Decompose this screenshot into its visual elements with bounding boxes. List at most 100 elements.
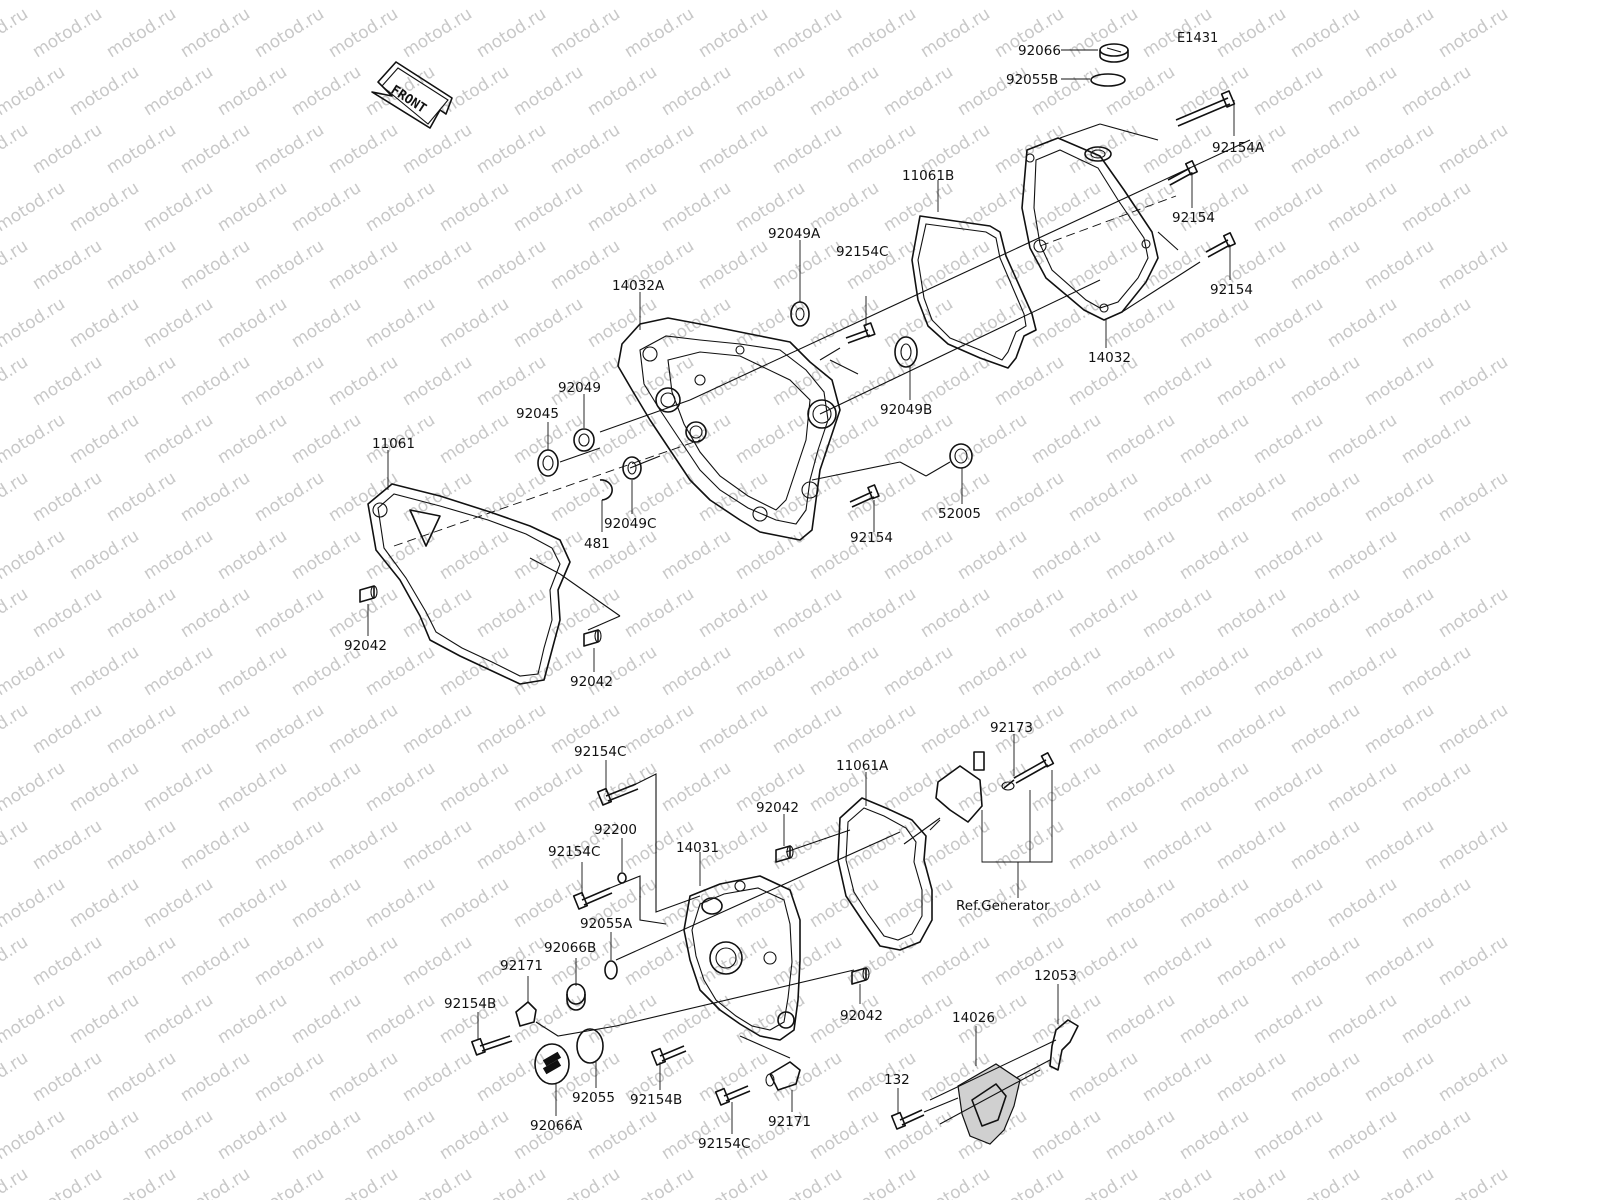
watermark-text: motod.ru (658, 410, 735, 468)
watermark-text: motod.ru (214, 0, 291, 4)
watermark-text: motod.ru (1176, 410, 1253, 468)
watermark-text: motod.ru (806, 642, 883, 700)
watermark-text: motod.ru (584, 178, 661, 236)
watermark-text: motod.ru (1287, 1164, 1364, 1200)
watermark-text: motod.ru (288, 0, 365, 4)
watermark-text: motod.ru (103, 932, 180, 990)
watermark-text: motod.ru (510, 294, 587, 352)
label-92066b: 92066B (544, 940, 596, 956)
watermark-text: motod.ru (436, 758, 513, 816)
watermark-text: motod.ru (1398, 990, 1475, 1048)
watermark-text: motod.ru (1324, 990, 1401, 1048)
label-12053: 12053 (1034, 968, 1077, 984)
watermark-text: motod.ru (843, 468, 920, 526)
watermark-text: motod.ru (1028, 410, 1105, 468)
watermark-text: motod.ru (695, 932, 772, 990)
watermark-text: motod.ru (1102, 526, 1179, 584)
bolt-132 (890, 1109, 925, 1130)
label-92055: 92055 (572, 1090, 615, 1106)
watermark-text: motod.ru (1287, 700, 1364, 758)
watermark-text: motod.ru (1176, 990, 1253, 1048)
watermark-text: motod.ru (1065, 120, 1142, 178)
label-92154-r1: 92154 (1172, 210, 1215, 226)
oil-seal-92049 (573, 428, 595, 452)
watermark-text: motod.ru (1028, 62, 1105, 120)
watermark-text: motod.ru (1176, 1106, 1253, 1164)
label-92066-top: 92066 (1018, 43, 1061, 59)
label-11061b: 11061B (902, 168, 954, 184)
watermark-text: motod.ru (880, 758, 957, 816)
watermark-text: motod.ru (0, 1164, 32, 1200)
label-92045: 92045 (516, 406, 559, 422)
oil-filler-cap (1099, 43, 1129, 63)
watermark-text: motod.ru (436, 178, 513, 236)
watermark-text: motod.ru (843, 1164, 920, 1200)
watermark-text: motod.ru (769, 236, 846, 294)
watermark-text: motod.ru (436, 1106, 513, 1164)
watermark-text: motod.ru (1176, 294, 1253, 352)
label-92154c-a: 92154C (574, 744, 626, 760)
watermark-text: motod.ru (214, 1106, 291, 1164)
watermark-text: motod.ru (399, 816, 476, 874)
label-92154a: 92154A (1212, 140, 1265, 156)
watermark-text: motod.ru (658, 758, 735, 816)
gasket-11061 (367, 483, 571, 685)
watermark-text: motod.ru (1065, 1048, 1142, 1106)
watermark-text: motod.ru (1028, 0, 1105, 4)
watermark-text: motod.ru (1361, 352, 1438, 410)
bolt-92154b-l (471, 1035, 513, 1056)
label-92154c-b: 92154C (548, 844, 600, 860)
watermark-text: motod.ru (177, 120, 254, 178)
watermark-text: motod.ru (510, 62, 587, 120)
label-92200: 92200 (594, 822, 637, 838)
label-92066a: 92066A (530, 1118, 583, 1134)
watermark-text: motod.ru (29, 932, 106, 990)
watermark-text: motod.ru (473, 4, 550, 62)
watermark-text: motod.ru (1435, 468, 1512, 526)
watermark-text: motod.ru (362, 758, 439, 816)
watermark-text: motod.ru (1287, 932, 1364, 990)
watermark-text: motod.ru (103, 816, 180, 874)
watermark-text: motod.ru (66, 526, 143, 584)
bolt-92154-mid (849, 484, 880, 508)
watermark-text: motod.ru (917, 700, 994, 758)
watermark-text: motod.ru (1250, 410, 1327, 468)
watermark-text: motod.ru (732, 62, 809, 120)
watermark-text: motod.ru (1361, 468, 1438, 526)
watermark-text: motod.ru (621, 700, 698, 758)
watermark-text: motod.ru (806, 1106, 883, 1164)
watermark-text: motod.ru (103, 1164, 180, 1200)
watermark-text: motod.ru (1250, 526, 1327, 584)
watermark-text: motod.ru (0, 1106, 69, 1164)
watermark-text: motod.ru (103, 4, 180, 62)
watermark-text: motod.ru (325, 1048, 402, 1106)
watermark-text: motod.ru (917, 584, 994, 642)
clamp-92171-l (515, 1001, 537, 1027)
watermark-text: motod.ru (251, 1164, 328, 1200)
bolt-92154b-m (650, 1045, 687, 1066)
watermark-text: motod.ru (288, 758, 365, 816)
part-number-labels: 92066 92055B 92154A 92154 92154 14032 11… (344, 43, 1265, 1152)
label-92042-c1: 92042 (756, 800, 799, 816)
watermark-text: motod.ru (1435, 236, 1512, 294)
watermark-text: motod.ru (658, 62, 735, 120)
oil-seal-92049b (894, 336, 918, 368)
watermark-text: motod.ru (1176, 758, 1253, 816)
watermark-text: motod.ru (214, 526, 291, 584)
watermark-text: motod.ru (0, 4, 32, 62)
label-92049c: 92049C (604, 516, 656, 532)
watermark-text: motod.ru (1324, 0, 1401, 4)
watermark-text: motod.ru (140, 758, 217, 816)
watermark-text: motod.ru (473, 1164, 550, 1200)
watermark-text: motod.ru (29, 816, 106, 874)
watermark-text: motod.ru (1102, 178, 1179, 236)
watermark-text: motod.ru (1139, 352, 1216, 410)
watermark-text: motod.ru (0, 816, 32, 874)
watermark-text: motod.ru (954, 410, 1031, 468)
watermark-text: motod.ru (1065, 700, 1142, 758)
watermark-text: motod.ru (806, 410, 883, 468)
watermark-text: motod.ru (288, 178, 365, 236)
watermark-text: motod.ru (1324, 1106, 1401, 1164)
